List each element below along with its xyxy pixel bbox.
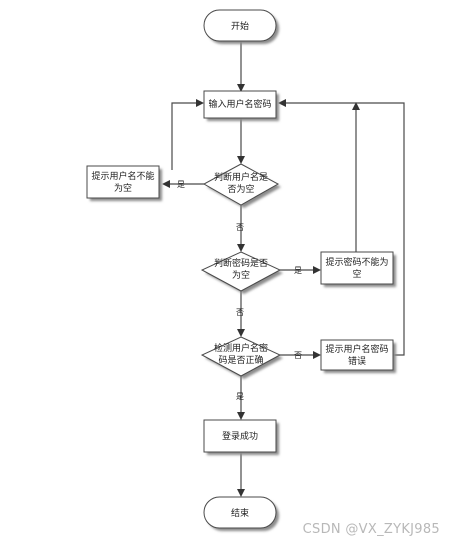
- success-process-box: [203, 419, 277, 453]
- check-user-label-line2: 否为空: [227, 183, 254, 195]
- warn-wrong-label-line2: 错误: [348, 355, 366, 367]
- check-pwd-label-line2: 为空: [232, 269, 250, 281]
- input-process-box: [203, 90, 277, 119]
- warn-pwd-label-line1: 提示密码不能为: [325, 256, 388, 268]
- warn-pwd-label-line2: 空: [352, 268, 361, 280]
- edges: [162, 42, 405, 497]
- end-label: 结束: [231, 507, 249, 519]
- node-verify: 检测用户名密 码是否正确: [200, 336, 283, 379]
- verify-label-line2: 码是否正确: [218, 354, 263, 366]
- arrow-check-pwd-to-warn-pwd: [313, 266, 321, 274]
- verify-decision: [200, 336, 282, 377]
- arrow-verify-to-success: [237, 412, 245, 420]
- arrow-verify-to-warn-wrong: [313, 351, 321, 359]
- node-warn-wrong: 提示用户名密码 错误: [320, 339, 396, 373]
- label-check-user-no: 否: [236, 223, 244, 232]
- edge-labels: 是 否 是 否 否 是: [177, 180, 302, 401]
- label-check-pwd-no: 否: [236, 308, 244, 317]
- warn-pwd-process-box: [320, 251, 394, 285]
- node-check-pwd: 判断密码是否 为空: [200, 251, 283, 294]
- arrow-warn-wrong-to-input: [278, 99, 286, 107]
- verify-label-line1: 检测用户名密: [214, 342, 268, 354]
- check-user-label-line1: 判断用户名是: [214, 171, 268, 183]
- node-warn-pwd: 提示密码不能为 空: [320, 251, 396, 287]
- warn-user-process-box: [86, 165, 160, 199]
- start-terminator: [203, 9, 277, 42]
- arrow-input-to-check-user: [237, 156, 245, 164]
- node-success: 登录成功: [203, 419, 279, 455]
- arrow-warn-user-to-input: [196, 99, 204, 107]
- label-check-user-yes: 是: [177, 180, 185, 189]
- watermark: CSDN @VX_ZYKJ985: [302, 522, 440, 537]
- node-end: 结束: [203, 496, 279, 531]
- label-check-pwd-yes: 是: [294, 266, 302, 275]
- label-verify-no: 否: [294, 351, 302, 360]
- node-input: 输入用户名密码: [203, 90, 279, 121]
- node-warn-user: 提示用户名不能 为空: [86, 165, 162, 201]
- arrow-start-to-input: [237, 84, 245, 92]
- edge-warn-user-to-input: [171, 102, 198, 170]
- warn-user-label-line1: 提示用户名不能: [91, 170, 154, 182]
- success-label: 登录成功: [222, 430, 258, 442]
- arrow-check-user-to-warn-user: [162, 180, 170, 188]
- warn-wrong-label-line1: 提示用户名密码: [325, 343, 388, 355]
- arrow-warn-pwd-up: [352, 102, 360, 110]
- start-label: 开始: [231, 20, 249, 32]
- label-verify-yes: 是: [236, 392, 244, 401]
- check-pwd-label-line1: 判断密码是否: [214, 257, 268, 269]
- edge-warn-wrong-to-input: [284, 102, 405, 356]
- input-label: 输入用户名密码: [208, 98, 271, 110]
- warn-user-label-line2: 为空: [114, 182, 132, 194]
- arrow-check-pwd-to-verify: [237, 329, 245, 337]
- check-pwd-decision: [200, 251, 282, 292]
- arrow-check-user-to-check-pwd: [237, 244, 245, 252]
- warn-wrong-process-box: [320, 339, 394, 371]
- check-user-decision: [202, 163, 280, 206]
- node-check-user: 判断用户名是 否为空: [202, 163, 281, 208]
- arrow-success-to-end: [237, 489, 245, 497]
- node-start: 开始: [203, 9, 279, 44]
- end-terminator: [203, 496, 277, 529]
